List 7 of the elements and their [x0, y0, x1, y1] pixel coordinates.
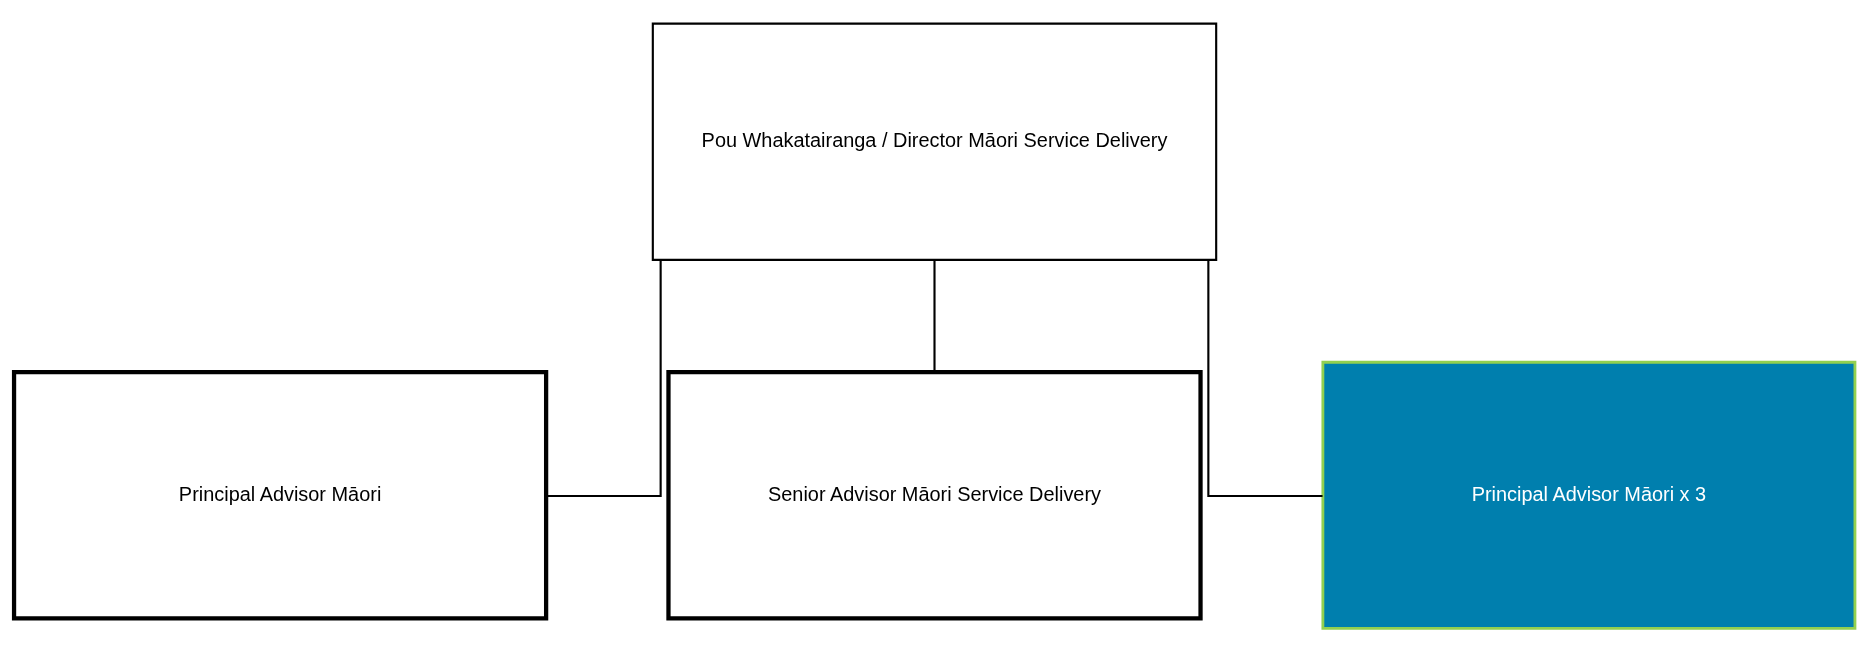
- connector: [933, 260, 936, 372]
- node-box: Principal Advisor Māori x 3: [1321, 360, 1857, 630]
- node-box: Principal Advisor Māori: [11, 370, 549, 621]
- connector: [546, 260, 662, 498]
- node-box: Senior Advisor Māori Service Delivery: [666, 370, 1203, 621]
- node-box: Pou Whakatairanga / Director Māori Service Delivery: [651, 22, 1218, 261]
- connector: [1207, 260, 1323, 498]
